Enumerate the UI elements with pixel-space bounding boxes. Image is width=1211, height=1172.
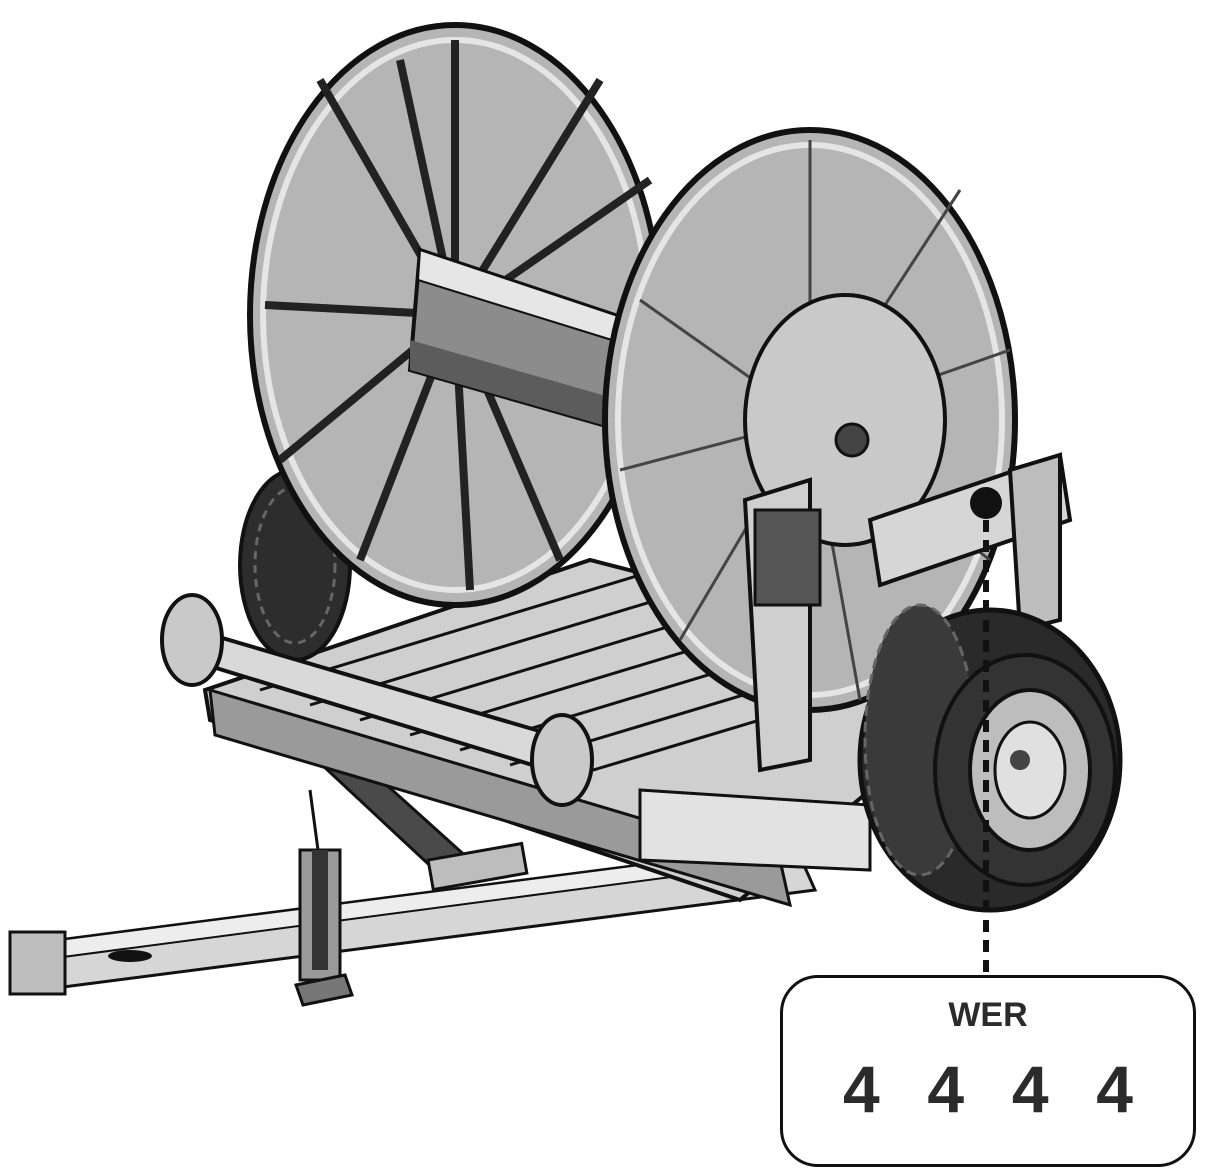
side-frame [742,452,1073,773]
jack-stand [294,789,354,1007]
label-digit-1: 4 [843,1052,880,1126]
label-title: WER [948,996,1028,1034]
label-callout: WER 4 4 4 4 [780,975,1196,1167]
drawbar [8,843,818,996]
label-digit-2: 4 [927,1052,965,1126]
label-digit-3: 4 [1011,1052,1049,1126]
label-digit-4: 4 [1096,1052,1133,1126]
callout-marker [970,487,1002,972]
axle-tube [160,593,594,807]
label-digits: 4 4 4 4 [843,1056,1133,1122]
right-wheel [857,603,1123,913]
